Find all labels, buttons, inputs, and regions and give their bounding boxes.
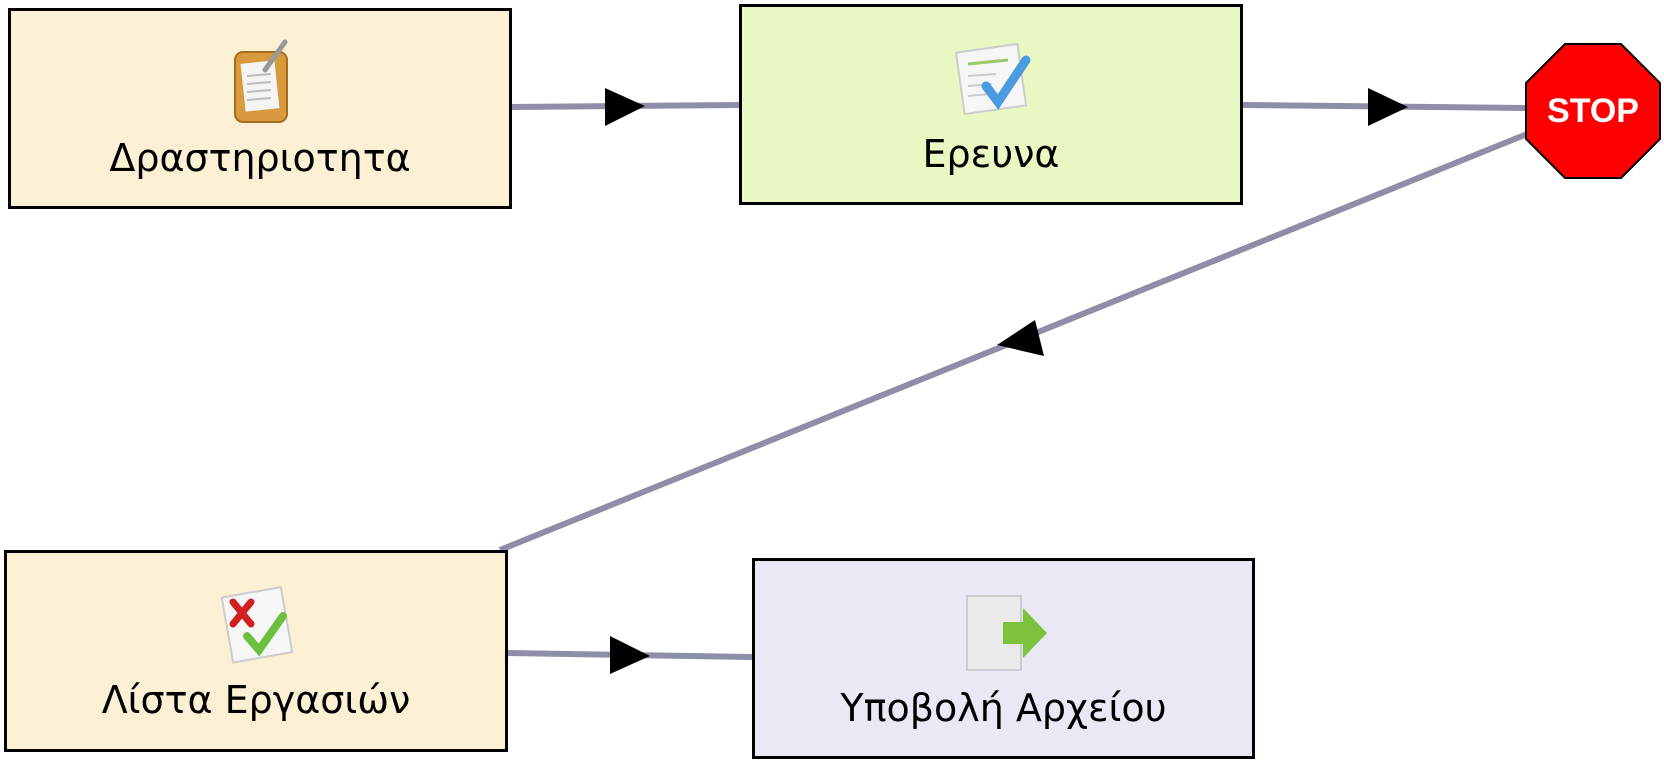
- stop-label: STOP: [1547, 91, 1639, 130]
- node-label: Λίστα Εργασιών: [101, 678, 411, 722]
- task-list-icon: [211, 580, 301, 670]
- file-submit-icon: [959, 588, 1049, 678]
- checklist-icon: [946, 34, 1036, 124]
- arrowhead: [610, 636, 650, 674]
- node-task-list[interactable]: Λίστα Εργασιών: [4, 550, 508, 752]
- arrowhead: [997, 320, 1044, 356]
- arrowhead: [605, 88, 645, 126]
- node-label: Ερευνα: [922, 131, 1060, 176]
- node-file-submit[interactable]: Υποβολή Αρχείου: [752, 558, 1255, 759]
- stop-node[interactable]: STOP: [1525, 43, 1661, 179]
- node-label: Υποβολή Αρχείου: [840, 685, 1167, 730]
- arrowhead: [1368, 88, 1408, 126]
- node-activity[interactable]: Δραστηριοτητα: [8, 8, 512, 209]
- stop-sign-icon: [1525, 43, 1661, 179]
- node-research[interactable]: Ερευνα: [739, 4, 1243, 205]
- node-label: Δραστηριοτητα: [109, 135, 411, 180]
- clipboard-icon: [215, 38, 305, 128]
